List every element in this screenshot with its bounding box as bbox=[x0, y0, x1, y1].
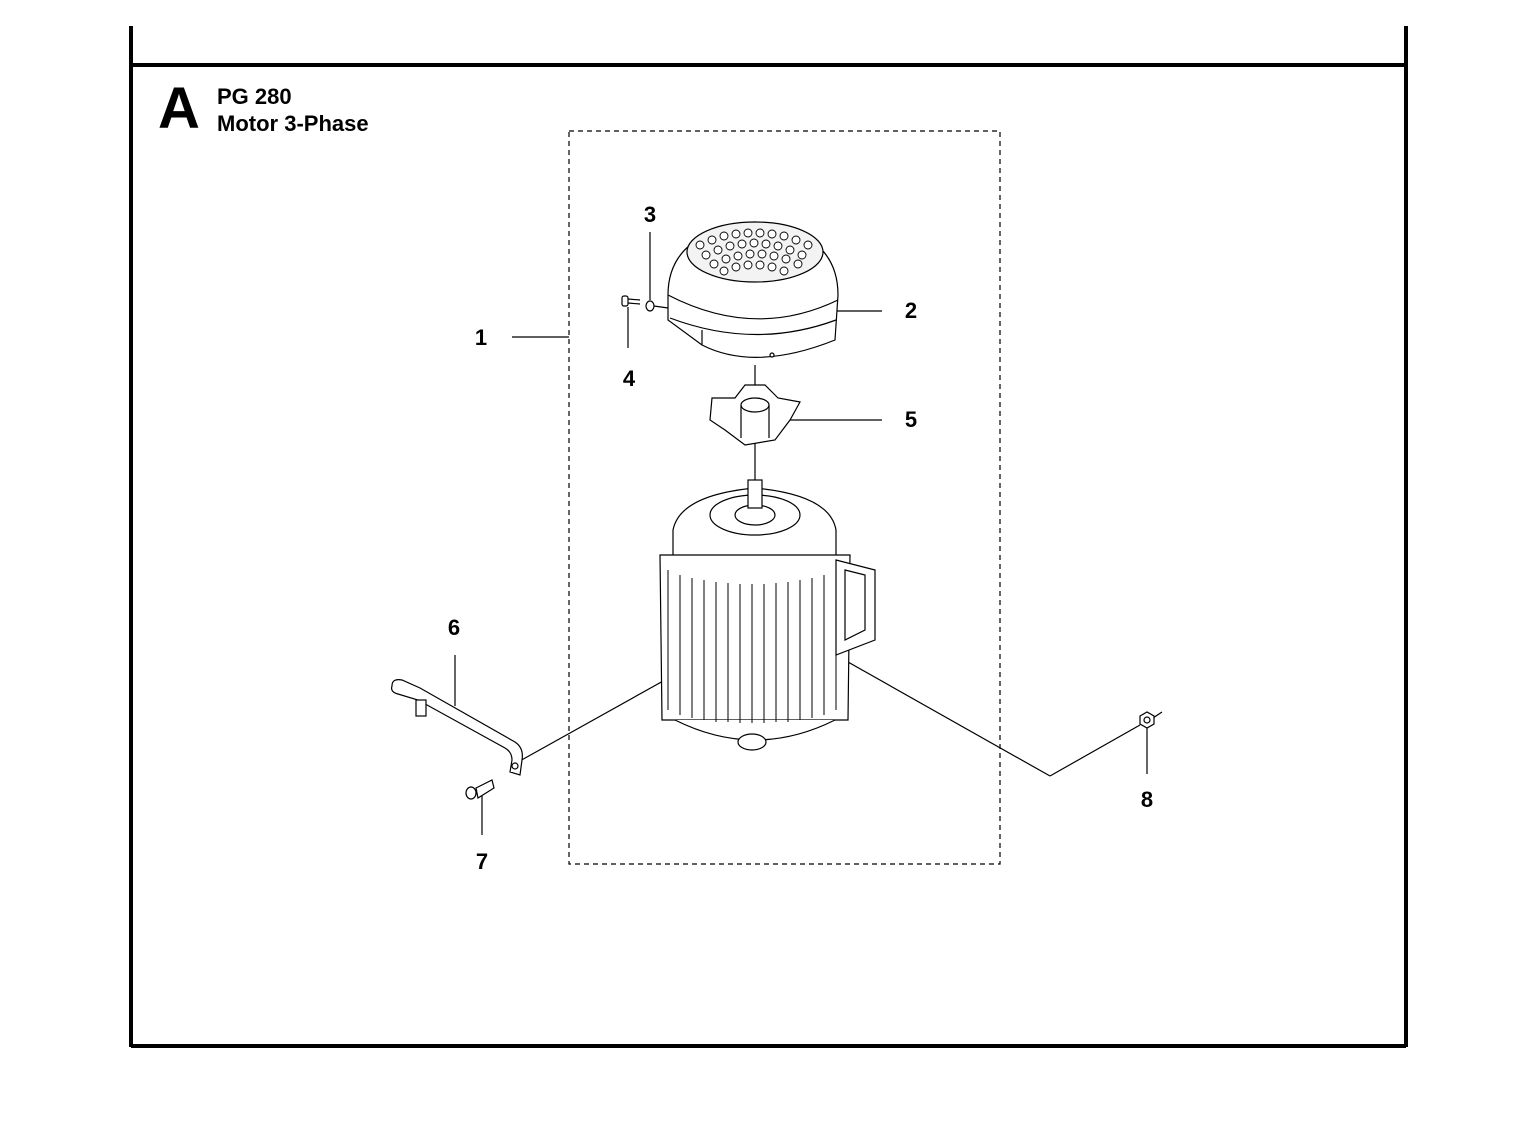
nut-part-8 bbox=[1139, 711, 1155, 729]
callout-6: 6 bbox=[447, 615, 461, 640]
callout-7: 7 bbox=[475, 849, 489, 874]
callout-3: 3 bbox=[643, 202, 657, 227]
callout-5: 5 bbox=[904, 407, 918, 432]
assembly-group-box bbox=[568, 130, 1001, 865]
screw-part-4 bbox=[621, 295, 641, 307]
handle-part-6 bbox=[391, 679, 523, 776]
motor-cooling-fins bbox=[667, 570, 837, 723]
assembly-name: Motor 3-Phase bbox=[217, 111, 369, 136]
model-name: PG 280 bbox=[217, 84, 292, 109]
callout-8: 8 bbox=[1140, 787, 1154, 812]
motor-body bbox=[659, 479, 876, 751]
callout-2: 2 bbox=[904, 298, 918, 323]
bolt-part-7 bbox=[465, 779, 495, 800]
callout-4: 4 bbox=[622, 366, 636, 391]
fan-cover-grille bbox=[695, 228, 813, 276]
diagram-title: PG 280 Motor 3-Phase bbox=[217, 83, 369, 137]
section-letter: A bbox=[158, 76, 200, 141]
fan-part-5 bbox=[709, 384, 801, 446]
page-border bbox=[129, 26, 1408, 1048]
callout-1: 1 bbox=[474, 325, 488, 350]
washer-part-3 bbox=[645, 300, 669, 312]
